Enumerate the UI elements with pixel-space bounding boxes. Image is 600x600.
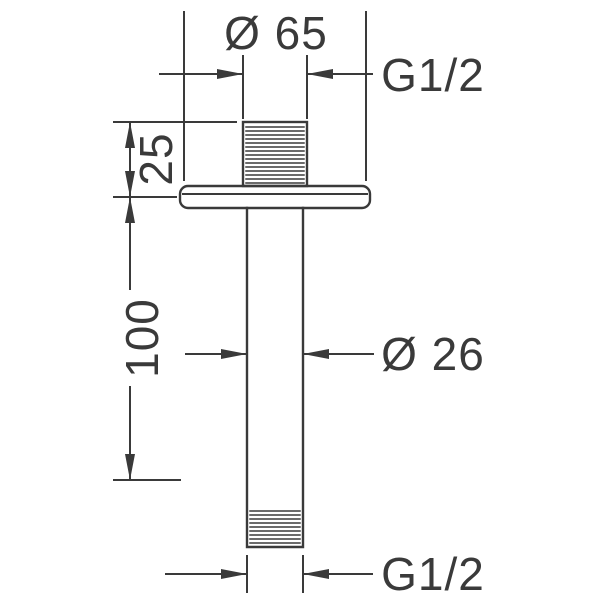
dim-top-thread-lines [159,55,373,119]
pipe-outline [245,206,305,549]
length-100-label: 100 [116,298,168,378]
dim-bottom-thread-lines [165,555,373,593]
offset-25-label: 25 [130,132,182,185]
bottom-thread-ridges [249,510,301,544]
top-diameter-label: Ø 65 [224,7,328,59]
bottom-thread-label: G1/2 [381,548,485,600]
shower-arm-body [178,120,372,549]
pipe-diameter-label: Ø 26 [381,328,485,380]
top-thread-ridges [245,126,305,184]
top-thread-label: G1/2 [381,49,485,101]
dim-top-diameter-extension-lines [183,11,367,181]
escutcheon-flange [178,184,372,210]
dimension-labels: Ø 65 G1/2 25 100 Ø 26 G1/2 [116,7,485,600]
